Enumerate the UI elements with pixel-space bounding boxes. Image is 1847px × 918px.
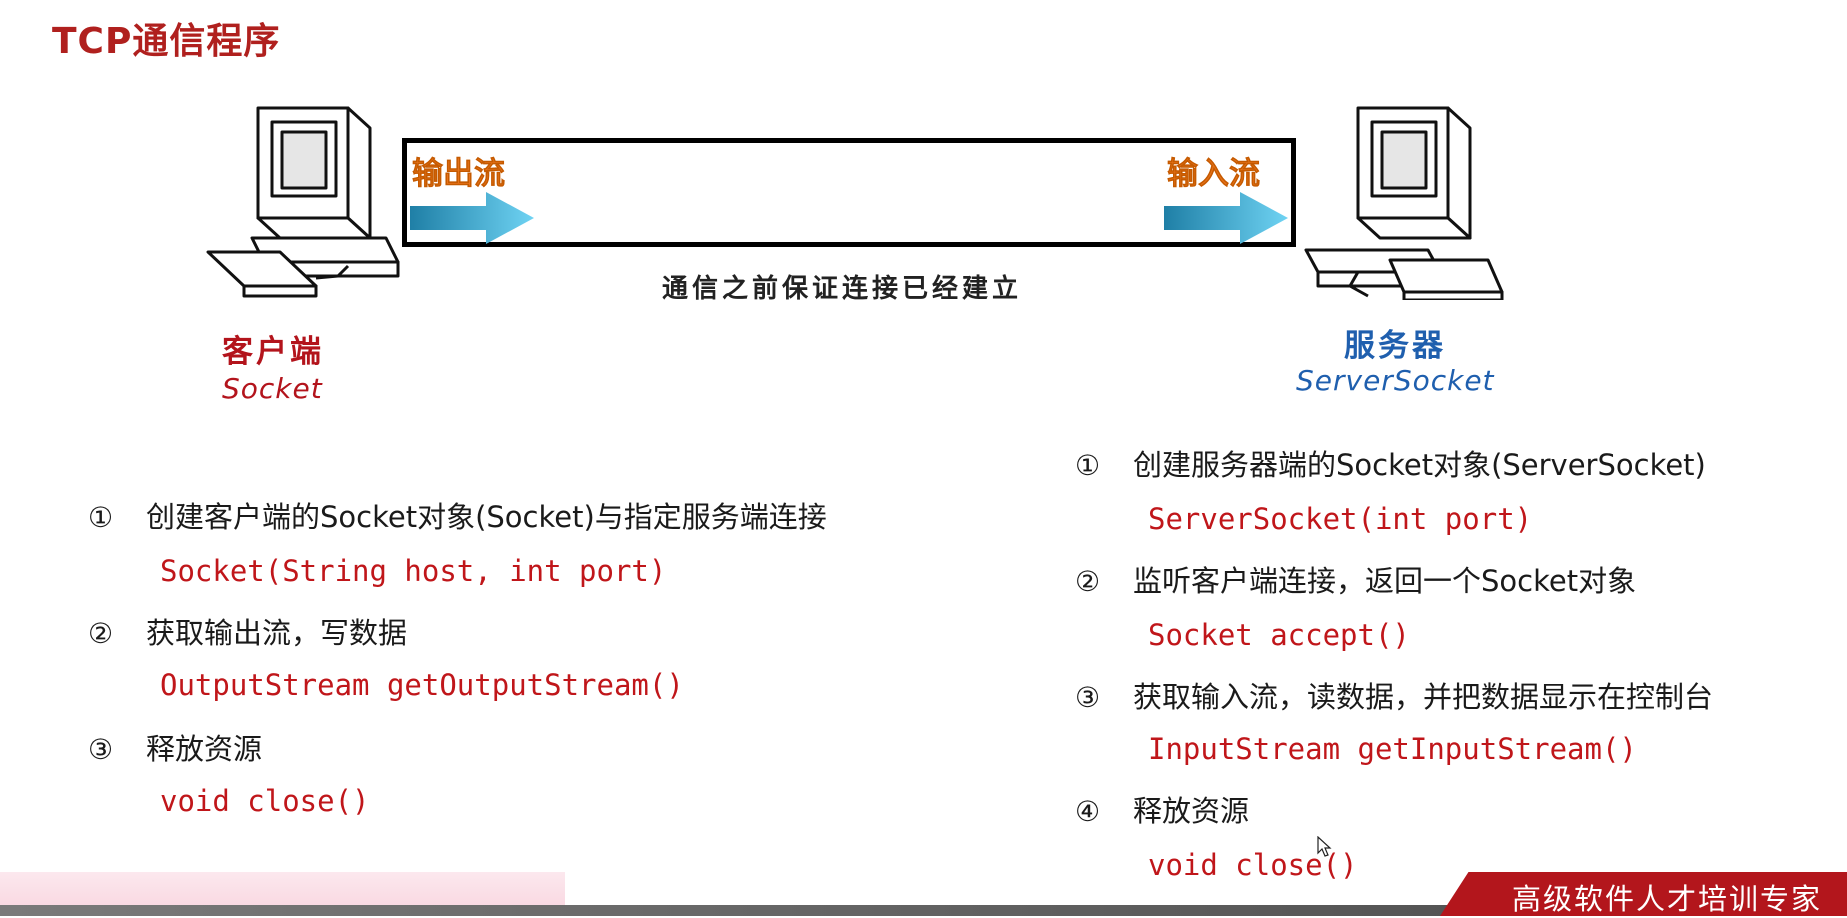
step-number: ① — [1075, 449, 1101, 482]
client-computer-icon — [198, 100, 408, 300]
page-title: TCP通信程序 — [52, 21, 281, 62]
server-code-3: InputStream getInputStream() — [1148, 732, 1637, 766]
input-stream-label: 输入流 — [1167, 156, 1261, 193]
input-arrow-icon — [1164, 190, 1290, 250]
step-text: 获取输入流，读数据，并把数据显示在控制台 — [1133, 680, 1714, 714]
server-class-label: ServerSocket — [1296, 364, 1495, 397]
footer-banner-text: 高级软件人才培训专家 — [1512, 882, 1823, 916]
client-code-2: OutputStream getOutputStream() — [160, 668, 684, 702]
client-code-1: Socket(String host, int port) — [160, 554, 667, 588]
mouse-cursor-icon — [1317, 835, 1333, 862]
server-step-3: ③ 获取输入流，读数据，并把数据显示在控制台 — [1075, 674, 1713, 716]
server-code-1: ServerSocket(int port) — [1148, 502, 1533, 536]
server-step-4: ④ 释放资源 — [1075, 788, 1249, 830]
server-computer-icon — [1298, 100, 1508, 300]
step-number: ③ — [1075, 681, 1101, 714]
server-code-4: void close() — [1148, 848, 1358, 882]
output-stream-label: 输出流 — [412, 156, 506, 193]
step-text: 创建服务器端的Socket对象(ServerSocket) — [1133, 448, 1706, 482]
step-text: 创建客户端的Socket对象(Socket)与指定服务端连接 — [146, 500, 827, 534]
step-text: 释放资源 — [146, 732, 263, 766]
step-text: 释放资源 — [1133, 794, 1250, 828]
client-label: 客户端 — [222, 334, 324, 370]
client-step-3: ③ 释放资源 — [88, 726, 262, 768]
step-number: ④ — [1075, 795, 1101, 828]
output-arrow-icon — [410, 190, 536, 250]
step-text: 获取输出流，写数据 — [146, 616, 408, 650]
server-step-1: ① 创建服务器端的Socket对象(ServerSocket) — [1075, 442, 1706, 484]
step-number: ② — [88, 617, 114, 650]
video-progress-bar[interactable] — [0, 905, 1847, 916]
step-number: ② — [1075, 565, 1101, 598]
footer-banner — [1440, 872, 1847, 916]
client-class-label: Socket — [222, 372, 323, 405]
client-code-3: void close() — [160, 784, 370, 818]
client-step-2: ② 获取输出流，写数据 — [88, 610, 407, 652]
server-code-2: Socket accept() — [1148, 618, 1410, 652]
pipe-caption: 通信之前保证连接已经建立 — [662, 274, 1023, 304]
connection-pipe — [402, 138, 1296, 247]
server-label: 服务器 — [1344, 328, 1446, 364]
step-number: ③ — [88, 733, 114, 766]
server-step-2: ② 监听客户端连接，返回一个Socket对象 — [1075, 558, 1636, 600]
step-number: ① — [88, 501, 114, 534]
step-text: 监听客户端连接，返回一个Socket对象 — [1133, 564, 1637, 598]
client-step-1: ① 创建客户端的Socket对象(Socket)与指定服务端连接 — [88, 494, 827, 536]
